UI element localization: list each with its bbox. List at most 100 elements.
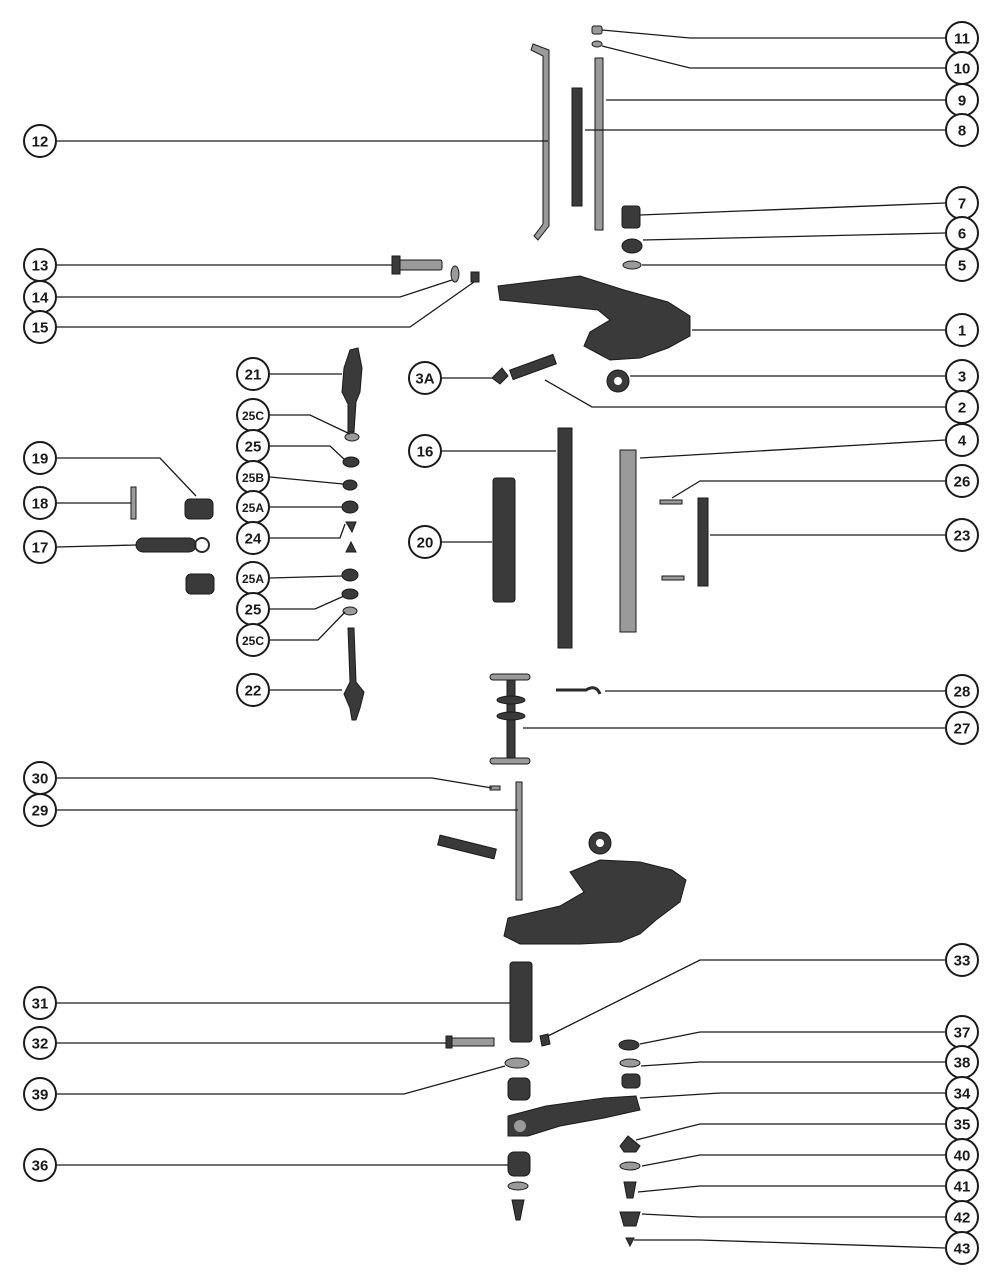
leader-line <box>270 611 346 641</box>
callout-25a: 25A <box>236 490 342 524</box>
part-1-bracket <box>497 275 691 361</box>
part-4-tube <box>619 449 637 633</box>
part-19-bushing-lower <box>185 573 215 595</box>
leader-line <box>637 1185 945 1193</box>
leader-line <box>547 959 945 1037</box>
callout-label: 3A <box>415 371 434 388</box>
callout-circle <box>945 674 979 708</box>
callout-16: 16 <box>408 434 556 468</box>
part-13-bolt-head <box>391 255 401 275</box>
callout-13: 13 <box>23 248 392 282</box>
callout-23: 23 <box>710 518 979 552</box>
callout-label: 17 <box>32 540 49 557</box>
callout-39: 39 <box>23 1065 506 1111</box>
callout-27: 27 <box>523 711 979 745</box>
leader-line <box>635 1123 945 1141</box>
part-19-bushing <box>184 498 214 520</box>
callout-circle <box>945 1231 979 1265</box>
callout-label: 3 <box>958 369 966 386</box>
callout-label: 19 <box>32 451 49 468</box>
part-43-screw <box>625 1237 635 1248</box>
callout-circle <box>23 486 57 520</box>
part-37-washer <box>618 1039 640 1051</box>
callout-label: 35 <box>954 1117 971 1134</box>
callout-21: 21 <box>236 357 342 391</box>
part-41-screw <box>623 1181 637 1199</box>
callout-circle <box>408 525 442 559</box>
callout-label: 28 <box>954 684 971 701</box>
callout-31: 31 <box>23 986 510 1020</box>
callout-label: 5 <box>958 258 966 275</box>
leader-line <box>639 1092 945 1099</box>
callout-19: 19 <box>23 441 197 497</box>
part-12-bent-rod <box>530 43 550 241</box>
callout-43: 43 <box>634 1231 979 1265</box>
part-3-grommet-hole <box>614 377 622 385</box>
callout-circle <box>945 248 979 282</box>
part-lower-grommet-hole <box>596 839 604 847</box>
part-28-clip <box>556 686 602 695</box>
part-26-pin-lower <box>661 575 685 581</box>
callout-label: 18 <box>32 496 49 513</box>
leader-line <box>57 1065 506 1095</box>
callout-label: 27 <box>954 721 971 738</box>
callout-label: 32 <box>32 1036 49 1053</box>
callout-32: 32 <box>23 1026 446 1060</box>
callout-41: 41 <box>637 1169 979 1203</box>
callout-label: 23 <box>954 528 971 545</box>
callout-label: 7 <box>958 196 966 213</box>
leader-line <box>270 595 345 610</box>
part-42-nut <box>619 1211 641 1227</box>
callout-label: 1 <box>958 323 966 340</box>
callout-label: 25C <box>242 409 264 423</box>
callout-label: 40 <box>954 1148 971 1165</box>
callout-label: 25C <box>242 634 264 648</box>
callout-25a: 25A <box>236 561 343 595</box>
leader-line <box>639 1031 945 1045</box>
leader-line <box>270 414 351 435</box>
leader-line <box>641 1213 945 1218</box>
leader-line <box>544 379 945 408</box>
callout-label: 12 <box>32 134 49 151</box>
callout-25c: 25C <box>236 611 346 657</box>
part-26-pin <box>659 499 683 505</box>
callout-circle <box>236 521 270 555</box>
leader-line <box>270 523 346 539</box>
part-29-rod <box>515 781 523 901</box>
callout-8: 8 <box>585 113 979 147</box>
part-25b-washer <box>342 479 358 491</box>
callout-circle <box>23 986 57 1020</box>
leader-line <box>57 281 475 328</box>
callout-circle <box>23 441 57 475</box>
callout-label: 42 <box>954 1210 971 1227</box>
part-36-washer <box>507 1181 529 1191</box>
part-40-washer <box>619 1161 641 1171</box>
callout-1: 1 <box>692 313 979 347</box>
part-25-washer <box>342 456 360 468</box>
part-31-tube <box>509 961 533 1043</box>
leader-line <box>641 1154 945 1167</box>
part-25a-washer-lower <box>341 568 359 582</box>
part-18-pin <box>130 486 137 520</box>
part-10-washer <box>591 40 603 48</box>
callout-circle <box>23 530 57 564</box>
callout-label: 29 <box>32 803 49 820</box>
callout-4: 4 <box>639 423 979 459</box>
callout-label: 30 <box>32 771 49 788</box>
leader-line <box>639 439 946 459</box>
callout-14: 14 <box>23 279 453 314</box>
callout-label: 13 <box>32 258 49 275</box>
leader-line <box>642 232 946 241</box>
callout-label: 22 <box>245 683 262 700</box>
part-15-nut <box>470 271 480 283</box>
part-lower-stud <box>437 834 497 860</box>
callout-9: 9 <box>606 83 979 117</box>
callout-36: 36 <box>23 1148 508 1182</box>
callout-24: 24 <box>236 521 346 555</box>
part-6-bushing <box>621 238 643 254</box>
callout-circle <box>23 310 57 344</box>
part-24-screw-lower <box>345 540 357 553</box>
part-35-bushing <box>619 1135 641 1153</box>
part-3a-fitting <box>491 367 509 385</box>
